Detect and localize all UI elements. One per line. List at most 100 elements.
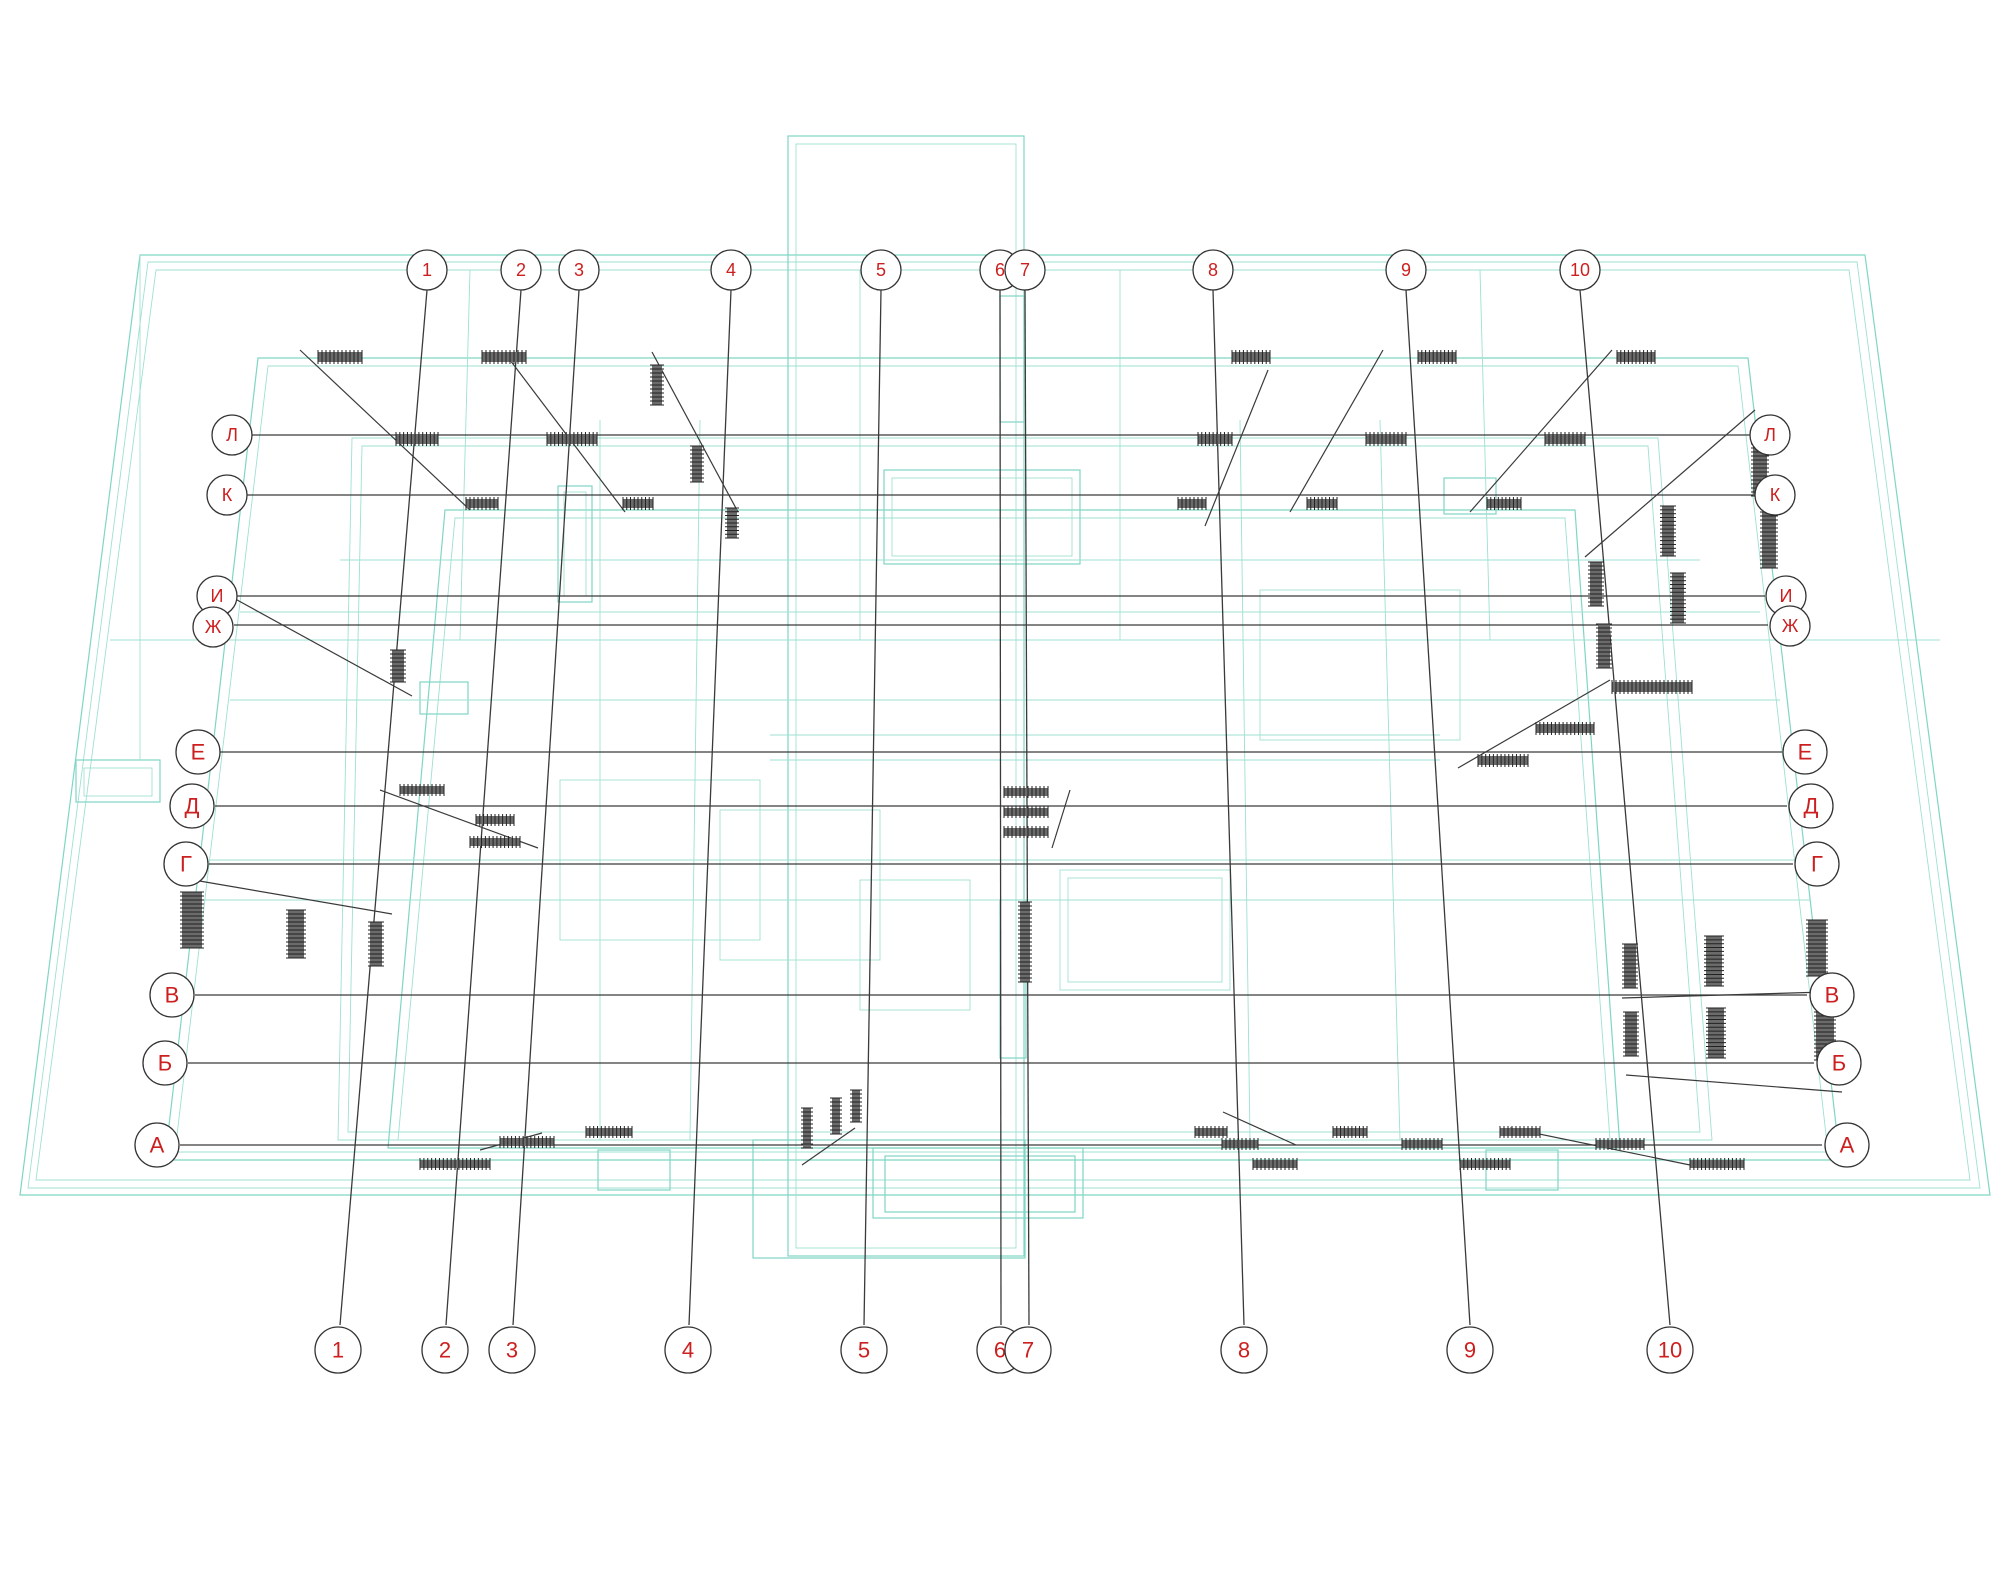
svg-text:3: 3	[574, 260, 584, 280]
heating-radiator-icon	[1611, 680, 1693, 694]
heating-radiator-icon	[622, 497, 654, 510]
svg-text:4: 4	[726, 260, 736, 280]
axis-bubble-bottom-7: 7	[1004, 1326, 1052, 1374]
heating-radiator-icon	[390, 649, 406, 683]
heating-radiator-icon	[1197, 432, 1233, 446]
svg-text:1: 1	[422, 260, 432, 280]
heating-radiator-icon	[419, 1158, 491, 1170]
heating-radiator-icon	[1535, 722, 1595, 735]
heating-radiator-icon	[1689, 1158, 1745, 1170]
axis-line-2	[445, 289, 522, 1326]
svg-text:2: 2	[516, 260, 526, 280]
svg-text:К: К	[222, 485, 233, 505]
svg-text:5: 5	[876, 260, 886, 280]
svg-text:2: 2	[439, 1338, 451, 1363]
axis-line-3	[512, 289, 580, 1326]
heating-radiator-icon	[1706, 1007, 1726, 1059]
axis-line-9	[1405, 289, 1471, 1326]
heating-radiator-icon	[286, 909, 306, 959]
heating-radiator-icon	[1544, 432, 1586, 446]
svg-text:В: В	[1825, 983, 1840, 1008]
svg-text:4: 4	[682, 1338, 694, 1363]
axis-bubble-bottom-3: 3	[488, 1326, 536, 1374]
grid-axis-lines	[180, 289, 1822, 1326]
axis-line-8	[1212, 289, 1245, 1326]
heating-radiator-icon	[1622, 943, 1638, 989]
svg-text:8: 8	[1238, 1338, 1250, 1363]
svg-text:6: 6	[994, 1338, 1006, 1363]
heating-radiator-icon	[1003, 826, 1049, 838]
axis-bubble-top-8: 8	[1192, 249, 1234, 291]
svg-text:И: И	[1780, 586, 1793, 606]
svg-text:Ж: Ж	[1782, 616, 1799, 636]
heating-radiator-icon	[1365, 432, 1407, 446]
svg-text:Л: Л	[226, 425, 238, 445]
svg-text:10: 10	[1570, 260, 1590, 280]
axis-bubble-top-3: 3	[558, 249, 600, 291]
heating-radiator-icon	[399, 784, 445, 796]
svg-text:7: 7	[1020, 260, 1030, 280]
axis-bubble-left-l: Л	[211, 414, 253, 456]
axis-bubble-top-10: 10	[1559, 249, 1601, 291]
axis-bubble-right-l: Л	[1749, 414, 1791, 456]
heating-radiator-icon	[1221, 1138, 1259, 1150]
heating-radiator-icon	[475, 814, 515, 826]
axis-bubble-bottom-10: 10	[1646, 1326, 1694, 1374]
heating-radiator-icon	[850, 1089, 862, 1123]
svg-text:10: 10	[1658, 1338, 1682, 1363]
svg-text:А: А	[150, 1133, 165, 1158]
axis-line-4	[688, 289, 732, 1326]
heating-radiator-icon	[1003, 806, 1049, 818]
heating-radiator-icon	[1459, 1158, 1511, 1170]
heating-radiator-icon	[1660, 505, 1676, 557]
heating-radiator-icon	[469, 836, 521, 848]
axis-bubble-left-g: Г	[163, 841, 209, 887]
heating-radiator-icon	[650, 364, 664, 406]
axis-bubble-top-1: 1	[406, 249, 448, 291]
heating-radiator-icon	[1252, 1158, 1298, 1170]
heating-radiator-icon	[546, 432, 598, 446]
axis-bubble-bottom-5: 5	[840, 1326, 888, 1374]
heating-radiator-icon	[1477, 754, 1529, 767]
axis-bubble-top-2: 2	[500, 249, 542, 291]
axis-bubble-left-zh: Ж	[192, 606, 234, 648]
axis-bubble-right-d: Д	[1788, 783, 1834, 829]
heating-radiator-icon	[585, 1126, 633, 1138]
heating-radiator-icon	[180, 891, 204, 949]
axis-line-6	[999, 289, 1002, 1326]
heating-radiator-icon	[1588, 561, 1604, 607]
heating-radiator-icon	[368, 921, 384, 967]
svg-text:7: 7	[1022, 1338, 1034, 1363]
svg-text:Б: Б	[1832, 1051, 1846, 1076]
axis-bubble-left-d: Д	[169, 783, 215, 829]
heating-radiator-icon	[1670, 572, 1686, 624]
heating-radiator-icon	[1194, 1126, 1228, 1138]
svg-text:9: 9	[1401, 260, 1411, 280]
svg-text:А: А	[1840, 1133, 1855, 1158]
heating-radiator-icon	[1401, 1138, 1443, 1150]
svg-text:Ж: Ж	[205, 617, 222, 637]
heating-radiator-icon	[317, 350, 363, 364]
axis-line-5	[863, 289, 882, 1326]
axis-bubble-right-g: Г	[1794, 841, 1840, 887]
heating-radiator-icon	[1623, 1011, 1639, 1057]
heating-radiator-icon	[830, 1097, 842, 1135]
axis-bubble-right-k: К	[1754, 474, 1796, 516]
building-wireframe	[19, 135, 1991, 1259]
svg-text:9: 9	[1464, 1338, 1476, 1363]
axis-bubble-top-7: 7	[1004, 249, 1046, 291]
axis-bubble-bottom-9: 9	[1446, 1326, 1494, 1374]
svg-text:К: К	[1770, 485, 1781, 505]
axis-bubble-bottom-8: 8	[1220, 1326, 1268, 1374]
svg-text:И: И	[211, 586, 224, 606]
svg-text:3: 3	[506, 1338, 518, 1363]
heating-radiator-icon	[1616, 350, 1656, 364]
svg-text:Г: Г	[1811, 852, 1823, 877]
heating-radiator-icon	[690, 445, 704, 483]
svg-text:6: 6	[995, 260, 1005, 280]
heating-radiator-icon	[1486, 497, 1522, 510]
axis-bubble-top-4: 4	[710, 249, 752, 291]
grid-axis-bubbles: 1 2 3 4 5 6 7 8 9 10 1 2 3 4 5 6 7 8 9 1…	[134, 249, 1870, 1374]
heating-radiator-icon	[395, 432, 439, 446]
